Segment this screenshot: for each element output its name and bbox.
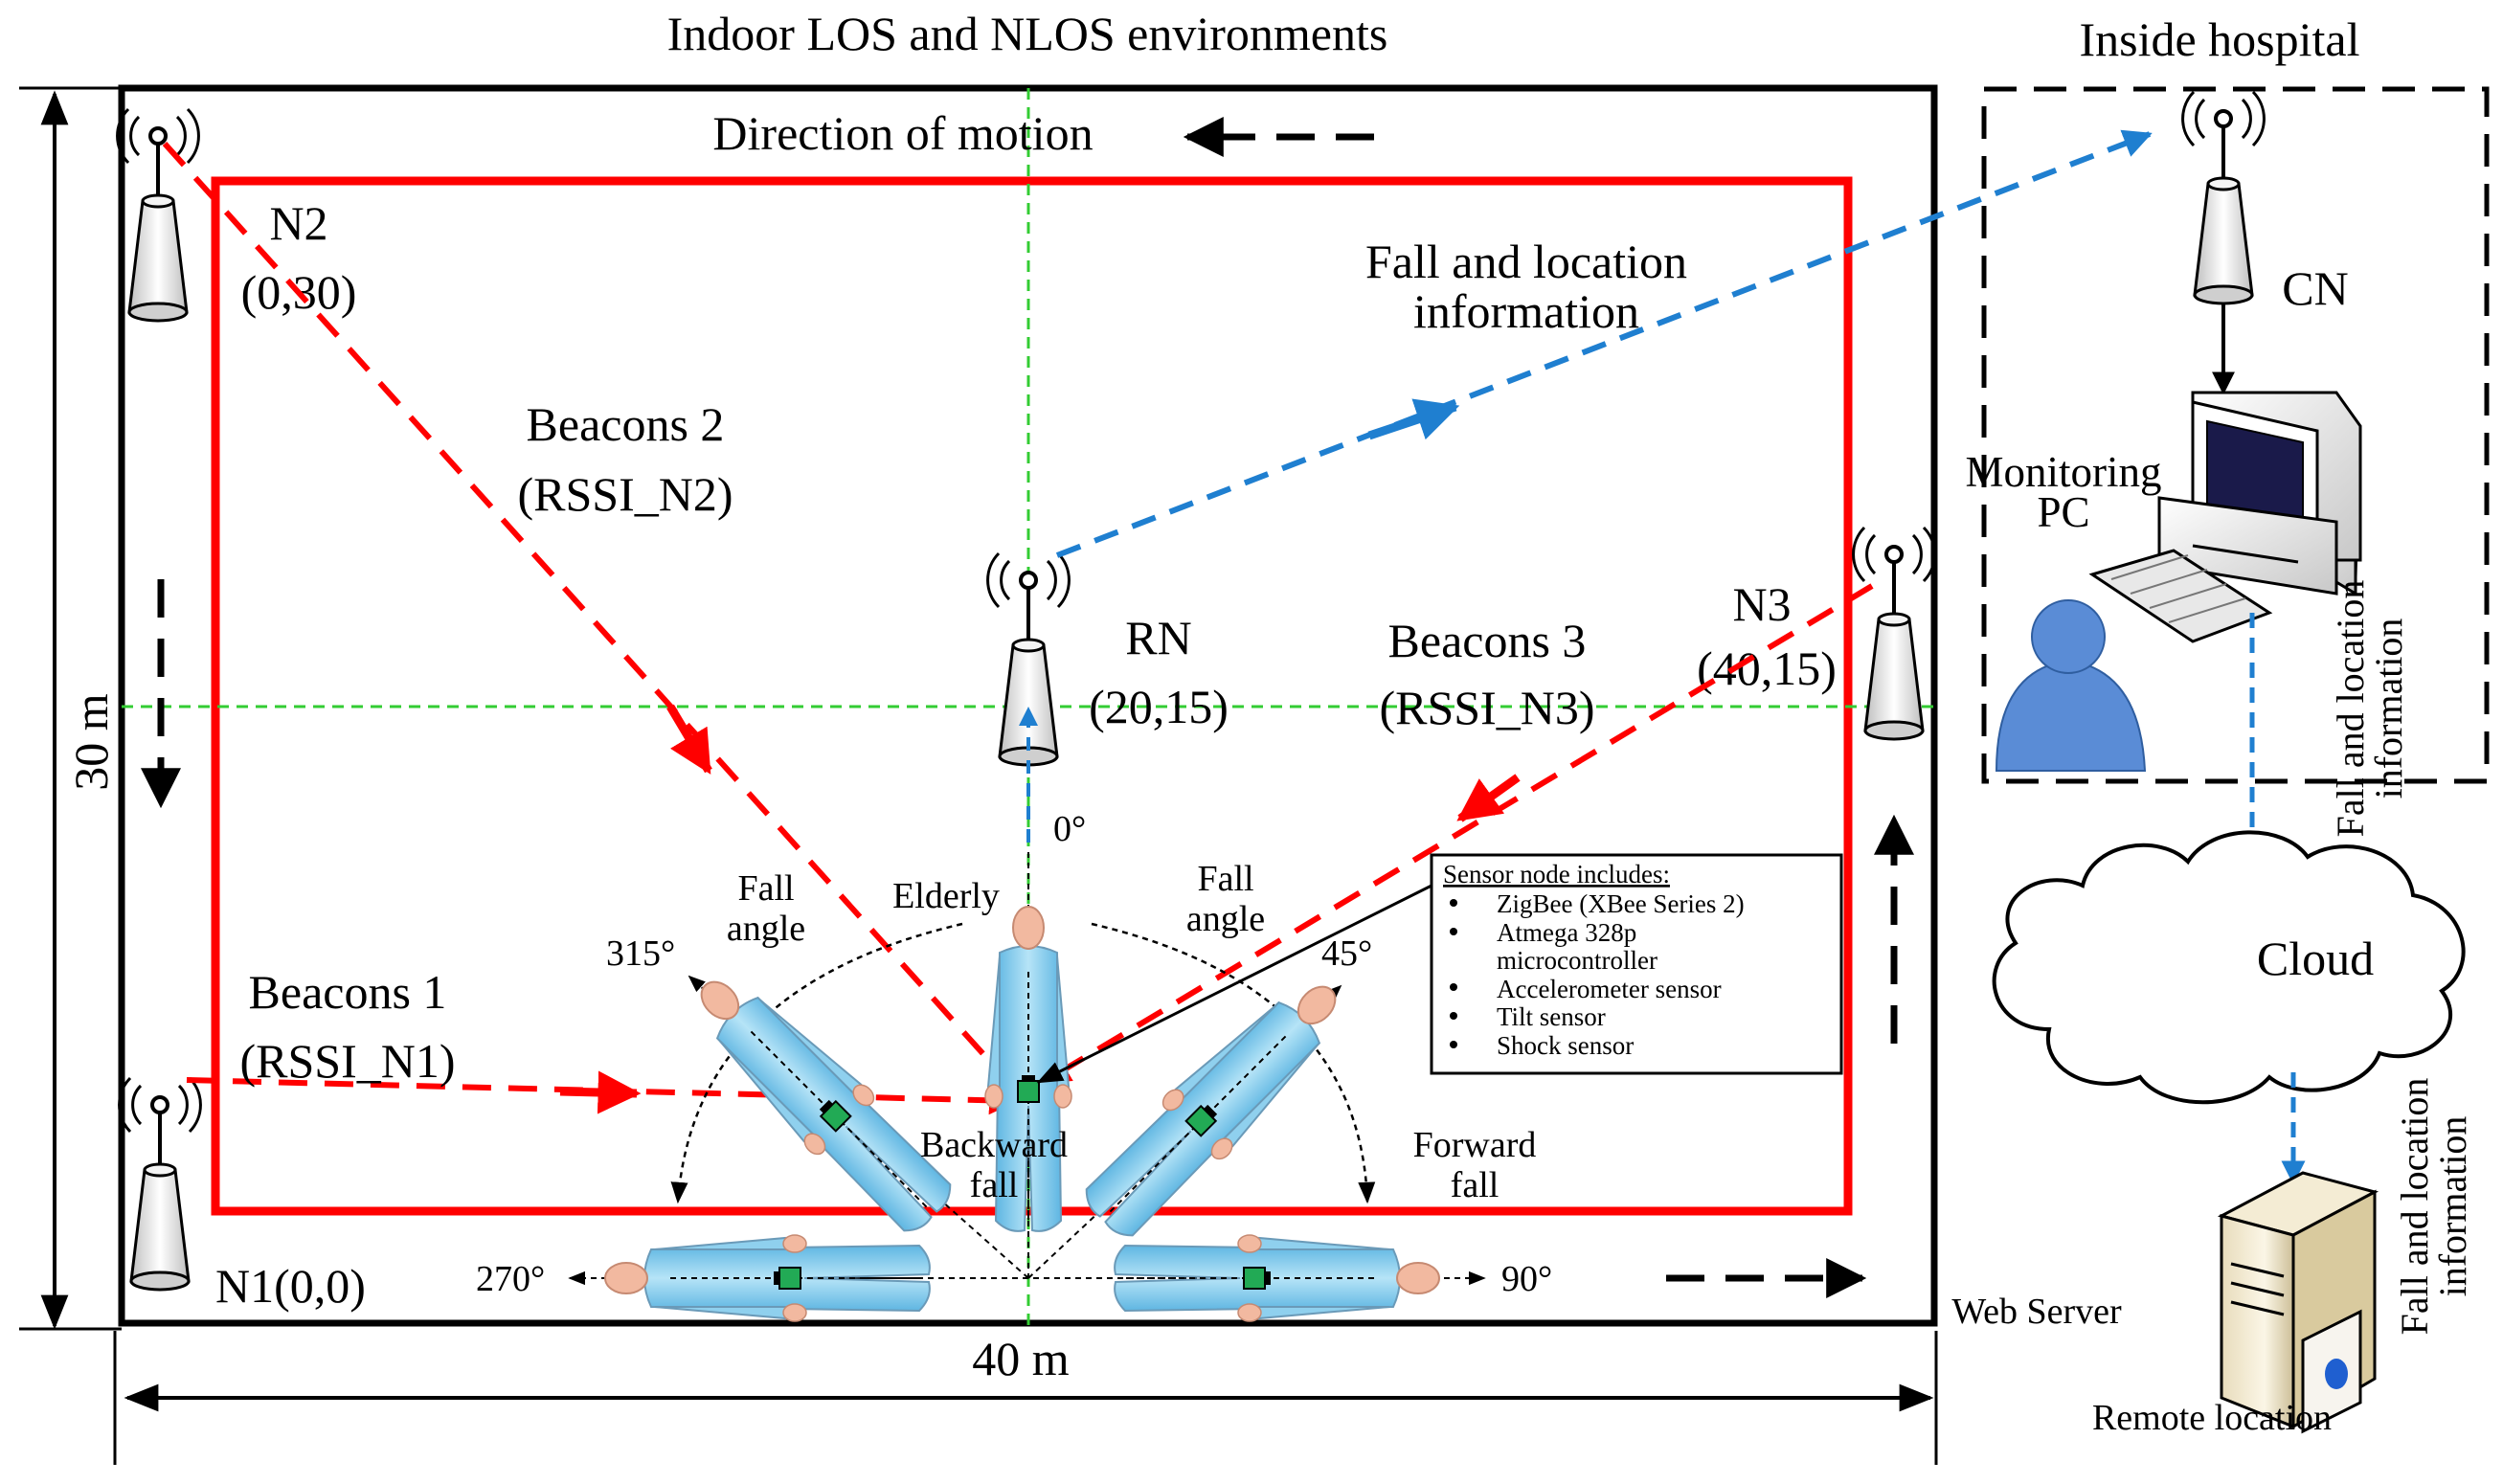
hospital-title: Inside hospital (2079, 12, 2359, 66)
angle-90-label: 90° (1501, 1259, 1552, 1299)
cn-name: CN (2282, 261, 2348, 315)
beacon-1-arrowhead (559, 1070, 642, 1114)
motion-label: Direction of motion (712, 106, 1093, 160)
beacon-2-arrowhead (666, 704, 712, 775)
beacon-3-name: Beacons 3 (1388, 614, 1587, 667)
beacon-1-name: Beacons 1 (249, 965, 447, 1019)
elderly-backward-270-figure (604, 1234, 931, 1322)
info-link-arrowhead (1367, 398, 1460, 440)
backward-fall-1: Backward (920, 1125, 1068, 1165)
n2-name: N2 (269, 196, 327, 250)
web-server-icon (2217, 1171, 2379, 1434)
bullet-icon (1450, 899, 1457, 907)
fall-angle-left-2: angle (727, 909, 805, 949)
n2-antenna-icon (115, 107, 201, 323)
cn-antenna-icon (2180, 90, 2266, 305)
environment-title: Indoor LOS and NLOS environments (667, 7, 1388, 60)
hospital-info-rot-1: Fall and location (2329, 580, 2372, 838)
n3-coords: (40,15) (1697, 641, 1837, 695)
elderly-label: Elderly (892, 876, 1000, 916)
backward-fall-2: fall (970, 1165, 1019, 1205)
angle-45-label: 45° (1321, 933, 1372, 974)
sensor-item-atmega: Atmega 328p (1497, 918, 1636, 947)
beacon-3-arrowhead (1456, 774, 1521, 822)
beacon-2-line (162, 141, 1020, 1094)
monitoring-pc-icon (2088, 391, 2362, 643)
fall-angle-right-1: Fall (1197, 859, 1253, 899)
sensor-item-microcontroller: microcontroller (1497, 946, 1657, 975)
backward-fall-arc (670, 922, 963, 1204)
forward-fall-arc (1091, 922, 1376, 1204)
forward-fall-1: Forward (1413, 1125, 1537, 1165)
sensor-item-accelerometer: Accelerometer sensor (1497, 975, 1722, 1003)
bullet-icon (1450, 928, 1457, 935)
n1-antenna-icon (117, 1076, 203, 1292)
fall-info-line2: information (1413, 284, 1639, 338)
width-label: 40 m (972, 1332, 1070, 1385)
bullet-icon (1450, 1041, 1457, 1048)
angle-0-label: 0° (1053, 809, 1086, 849)
web-server-label: Web Server (1951, 1292, 2122, 1332)
beacon-2-name: Beacons 2 (527, 397, 725, 451)
hospital-info-rot-2: information (2367, 618, 2410, 799)
remote-location-label: Remote location (2092, 1398, 2332, 1438)
cloud-icon (1992, 830, 2466, 1105)
sensor-node-title: Sensor node includes: (1443, 860, 1670, 888)
sensor-item-shock: Shock sensor (1497, 1031, 1634, 1060)
elderly-forward-90-figure (1114, 1234, 1440, 1322)
sensor-item-zigbee: ZigBee (XBee Series 2) (1497, 889, 1745, 918)
forward-fall-2: fall (1451, 1165, 1500, 1205)
fall-info-line1: Fall and location (1365, 235, 1687, 288)
info-link-rn-to-cn (1055, 129, 2153, 558)
hospital-boundary (1981, 86, 2490, 784)
height-label: 30 m (64, 693, 118, 791)
elderly-backward-315-figure (673, 954, 966, 1247)
elderly-forward-45-figure (1071, 958, 1364, 1251)
sensor-node-box (1430, 853, 1843, 1075)
monitoring-label-1: Monitoring (1965, 448, 2161, 496)
beacon-1-rssi: (RSSI_N1) (239, 1034, 455, 1088)
n1-label: N1(0,0) (215, 1259, 366, 1313)
beacon-3-line (1041, 583, 1874, 1085)
bullet-icon (1450, 1012, 1457, 1020)
monitoring-label-2: PC (2037, 488, 2089, 536)
n3-name: N3 (1732, 577, 1791, 631)
angle-270-label: 270° (476, 1259, 545, 1299)
beacon-2-rssi: (RSSI_N2) (517, 467, 733, 521)
user-avatar-icon (1995, 599, 2147, 772)
cloud-label: Cloud (2257, 932, 2374, 985)
bullet-icon (1450, 983, 1457, 991)
rn-antenna-icon (985, 551, 1071, 767)
fall-angle-left-1: Fall (737, 868, 794, 909)
sensor-item-tilt: Tilt sensor (1497, 1002, 1606, 1031)
rn-coords: (20,15) (1089, 680, 1229, 733)
sensor-callout-line (1036, 884, 1432, 1084)
rn-name: RN (1125, 611, 1191, 664)
angle-315-label: 315° (606, 933, 675, 974)
beacon-3-rssi: (RSSI_N3) (1379, 681, 1594, 734)
server-info-rot-2: information (2431, 1116, 2474, 1297)
fall-angle-right-2: angle (1186, 899, 1265, 939)
server-info-rot-1: Fall and location (2393, 1078, 2436, 1336)
